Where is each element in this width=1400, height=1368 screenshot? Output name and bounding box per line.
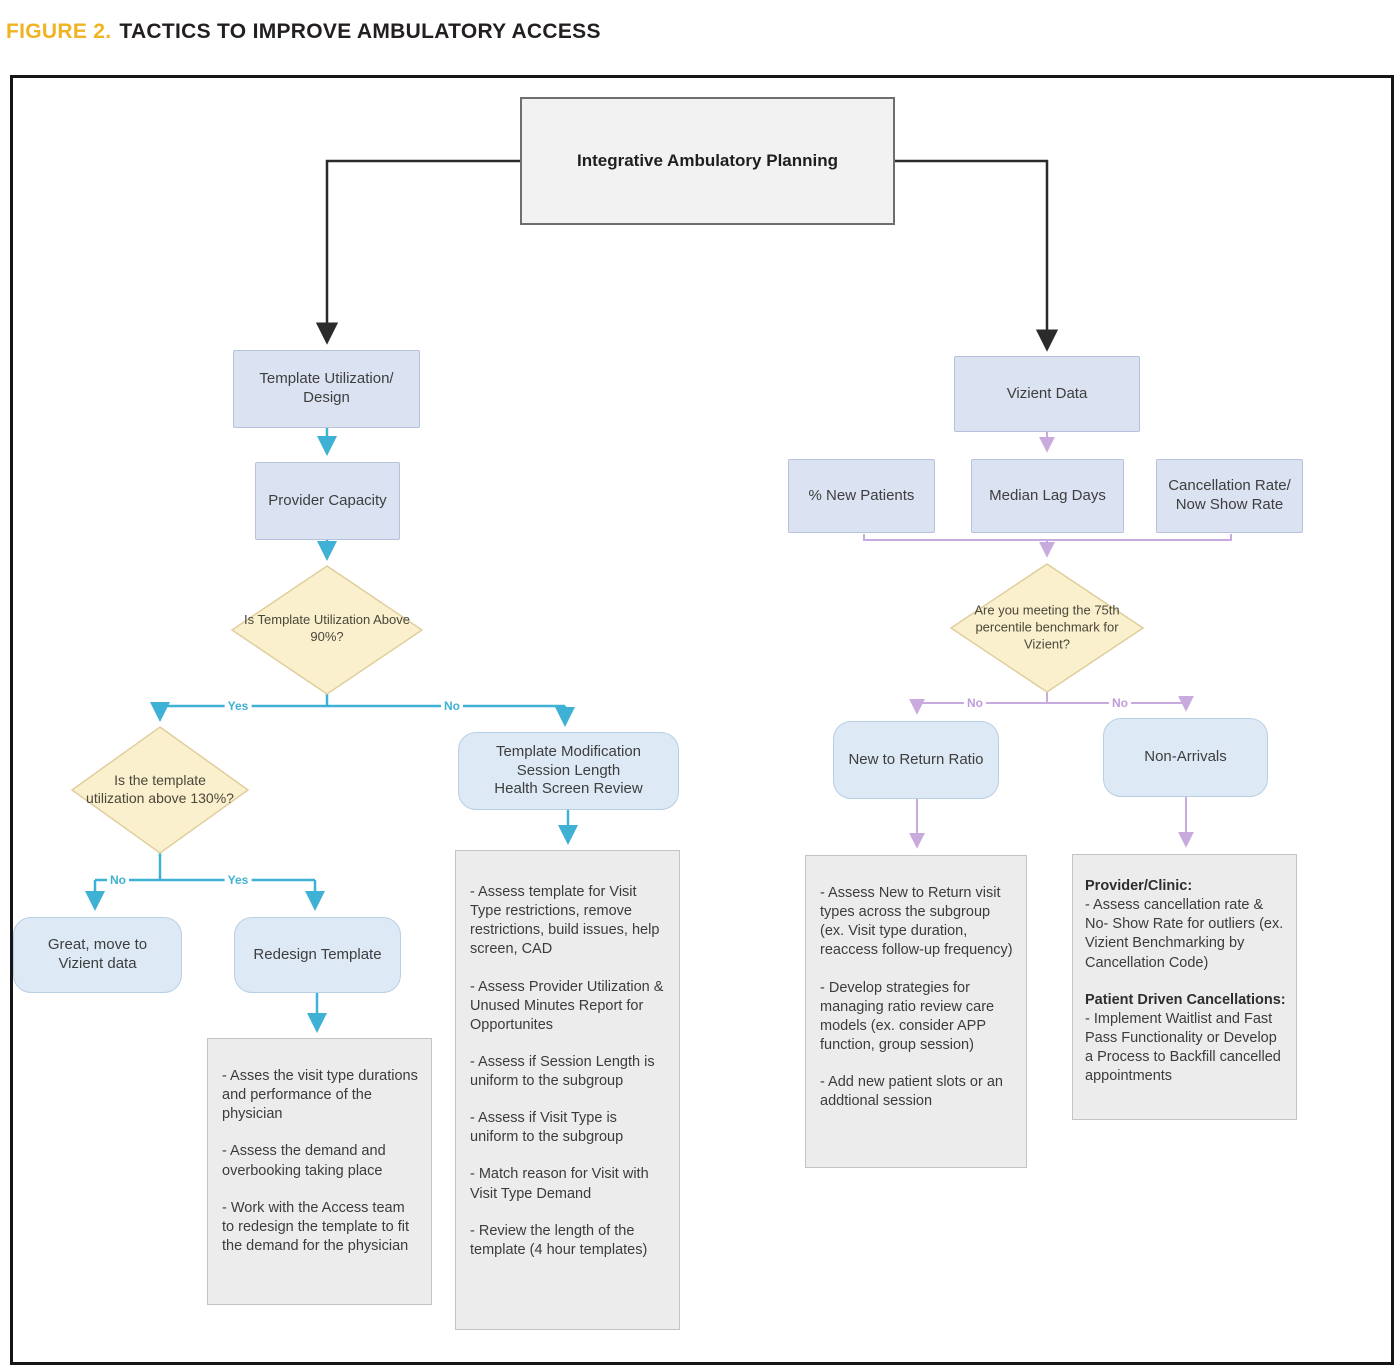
node-label: New to Return Ratio [848,750,984,768]
node-non-arrivals: Non-Arrivals [1103,718,1268,797]
node-great-move-to-vizient: Great, move to Vizient data [13,917,182,993]
textbox-non-arrivals-detail: Provider/Clinic: - Assess cancellation r… [1072,854,1297,1120]
detail-item: - Work with the Access team to redesign … [222,1199,409,1254]
root-connectors [315,159,1059,352]
figure-title-text: TACTICS TO IMPROVE AMBULATORY ACCESS [119,20,601,43]
node-label: Template Modification Session Length Hea… [494,742,643,798]
diamond-label-template-utilization-130: Is the template utilization above 130%? [86,771,234,806]
node-percent-new-patients: % New Patients [788,459,935,533]
detail-item: - Review the length of the template (4 h… [470,1222,648,1258]
edge-label-no: No [1109,696,1131,710]
diamond-label-vizient-benchmark: Are you meeting the 75th percentile benc… [974,602,1120,652]
edge-label-no: No [107,873,129,887]
node-label: Great, move to Vizient data [47,936,148,972]
node-label: % New Patients [808,486,915,504]
node-vizient-data: Vizient Data [954,356,1140,432]
purple-connectors [863,432,1232,849]
decision-diamond-130 [70,726,250,854]
node-new-to-return-ratio: New to Return Ratio [833,721,999,799]
detail-item: - Implement Waitlist and Fast Pass Funct… [1085,1010,1281,1085]
detail-item: - Assess New to Return visit types acros… [820,885,1013,959]
node-label: Non-Arrivals [1144,748,1227,766]
decision-diamonds [70,563,1145,854]
edge-label-no: No [441,699,463,713]
detail-item: - Asses the visit type durations and per… [222,1068,418,1123]
textbox-new-to-return-detail: - Assess New to Return visit types acros… [805,855,1027,1168]
detail-item: - Assess the demand and overbooking taki… [222,1143,386,1179]
node-template-utilization-design: Template Utilization/ Design [233,350,420,428]
textbox-redesign-detail: - Asses the visit type durations and per… [207,1038,432,1305]
detail-item: - Assess cancellation rate & No- Show Ra… [1085,897,1284,971]
node-integrative-ambulatory-planning: Integrative Ambulatory Planning [520,97,895,225]
detail-item: - Assess template for Visit Type restric… [470,884,660,958]
node-label: Median Lag Days [989,486,1106,504]
node-redesign-template: Redesign Template [234,917,401,993]
edge-label-no: No [964,696,986,710]
node-label: Vizient Data [1006,384,1088,402]
figure-number: FIGURE 2. [6,20,112,43]
detail-heading: Provider/Clinic: [1085,878,1193,894]
detail-item: - Assess if Visit Type is uniform to the… [470,1110,624,1146]
node-label: Redesign Template [253,945,382,963]
detail-item: - Develop strategies for managing ratio … [820,979,995,1053]
decision-diamond-90 [230,565,424,695]
diamond-label-template-utilization-90: Is Template Utilization Above 90%? [244,612,410,644]
edge-label-yes: Yes [224,873,252,887]
node-median-lag-days: Median Lag Days [971,459,1124,533]
detail-item: - Add new patient slots or an addtional … [820,1074,1003,1110]
detail-item: - Assess Provider Utilization & Unused M… [470,978,664,1033]
detail-item: - Assess if Session Length is uniform to… [470,1053,655,1089]
decision-diamond-75 [949,563,1145,693]
textbox-template-modification-detail: - Assess template for Visit Type restric… [455,850,680,1330]
node-provider-capacity: Provider Capacity [255,462,400,540]
detail-item: - Match reason for Visit with Visit Type… [470,1166,649,1202]
node-label: Cancellation Rate/ Now Show Rate [1168,477,1291,513]
node-template-modification: Template Modification Session Length Hea… [458,732,679,810]
figure-title: FIGURE 2. TACTICS TO IMPROVE AMBULATORY A… [6,20,601,44]
node-label: Provider Capacity [268,491,387,509]
detail-heading: Patient Driven Cancellations: [1085,991,1286,1008]
edge-label-yes: Yes [224,699,252,713]
node-label: Template Utilization/ Design [259,370,394,406]
node-cancellation-rate: Cancellation Rate/ Now Show Rate [1156,459,1303,533]
node-label: Integrative Ambulatory Planning [576,151,839,171]
